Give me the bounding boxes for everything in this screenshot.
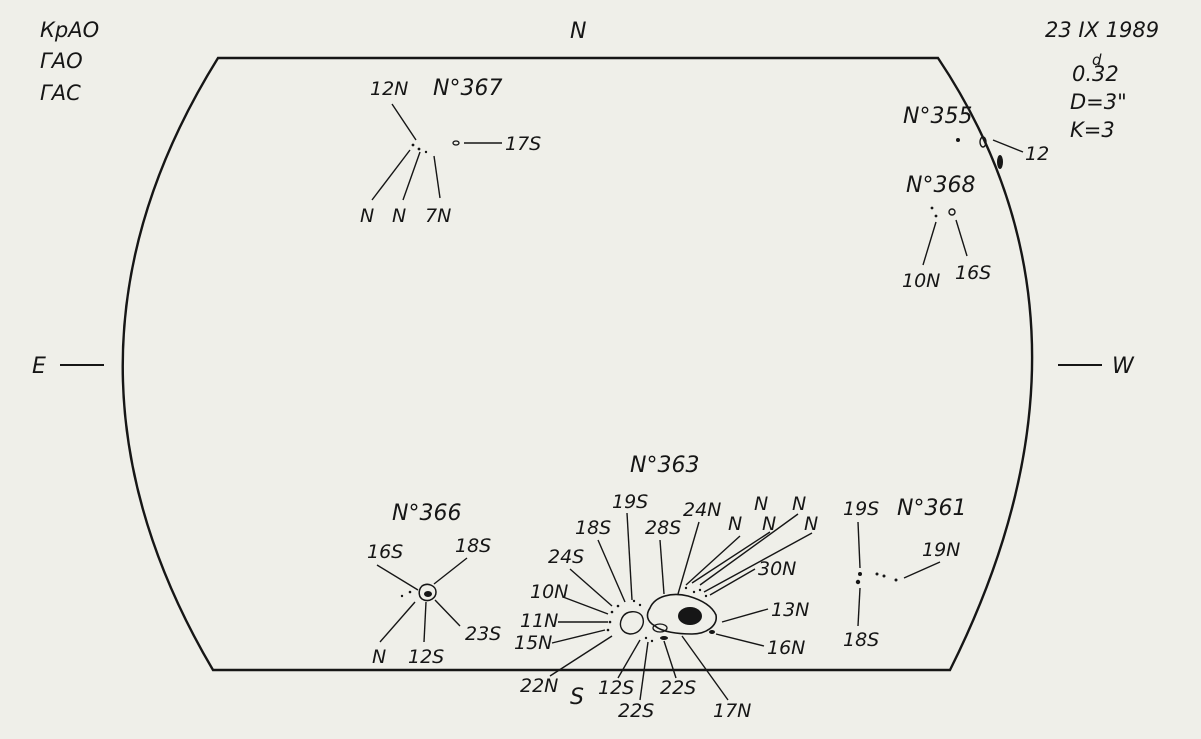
- group-361-label-18S: 18S: [843, 629, 879, 651]
- group-361: N°361 19S 19N 18S: [843, 496, 966, 651]
- group-367-label-17S: 17S: [505, 133, 541, 155]
- group-363-label-22S-b: 22S: [660, 677, 696, 699]
- group-366-title: N°366: [392, 501, 461, 526]
- observation-time: 0.32: [1072, 62, 1119, 86]
- group-368-title: N°368: [906, 173, 975, 198]
- group-363-label-17N: 17N: [713, 700, 751, 722]
- observatory-line-2: ГАО: [40, 49, 83, 73]
- group-368-label-10N: 10N: [902, 270, 940, 292]
- group-363-label-19S: 19S: [612, 491, 648, 513]
- group-366-label-23S: 23S: [465, 623, 501, 645]
- group-363-label-11N: 11N: [520, 610, 558, 632]
- south-label: S: [570, 685, 584, 710]
- group-367-label-N1: N: [360, 205, 374, 227]
- group-363-label-13N: 13N: [771, 599, 809, 621]
- group-363-title: N°363: [630, 453, 699, 478]
- group-355-title: N°355: [903, 104, 972, 129]
- group-363-label-N3: N: [762, 513, 776, 535]
- group-363: N°363 19S 18S 28S 24N N N N N N 24S 30N …: [514, 453, 818, 722]
- observation-time-sup: d: [1092, 51, 1102, 69]
- group-363-label-16N: 16N: [767, 637, 805, 659]
- group-361-title: N°361: [897, 496, 966, 521]
- observatory-line-1: КрАО: [40, 18, 99, 42]
- observation-date: 23 IX 1989: [1045, 18, 1159, 42]
- group-367-label-N2: N: [392, 205, 406, 227]
- group-363-label-28S: 28S: [645, 517, 681, 539]
- group-367-title: N°367: [433, 76, 502, 101]
- group-368: N°368 10N 16S: [902, 173, 991, 292]
- group-363-label-22S-a: 22S: [618, 700, 654, 722]
- group-366-label-12S: 12S: [408, 646, 444, 668]
- group-363-label-24S: 24S: [548, 546, 584, 568]
- group-363-label-N2: N: [754, 493, 768, 515]
- solar-disk-outline: [121, 56, 1034, 672]
- group-366-label-18S: 18S: [455, 535, 491, 557]
- north-label: N: [570, 19, 586, 44]
- group-366-label-16S: 16S: [367, 541, 403, 563]
- group-367-label-7N: 7N: [425, 205, 451, 227]
- observatory-line-3: ГАС: [40, 81, 81, 105]
- group-355-label-12: 12: [1025, 143, 1049, 165]
- observation-d: D=3": [1070, 90, 1127, 114]
- group-363-label-N1: N: [728, 513, 742, 535]
- group-363-label-15N: 15N: [514, 632, 552, 654]
- group-355: N°355 12: [903, 104, 1049, 169]
- group-361-label-19S: 19S: [843, 498, 879, 520]
- group-366: N°366 16S 18S 23S N 12S: [367, 501, 501, 668]
- group-363-label-10N: 10N: [530, 581, 568, 603]
- group-366-label-N: N: [372, 646, 386, 668]
- group-363-label-24N: 24N: [683, 499, 721, 521]
- group-368-label-16S: 16S: [955, 262, 991, 284]
- group-363-label-22N: 22N: [520, 675, 558, 697]
- group-363-label-30N: 30N: [758, 558, 796, 580]
- group-363-label-N5: N: [804, 513, 818, 535]
- group-363-label-18S: 18S: [575, 517, 611, 539]
- east-label: E: [32, 354, 46, 379]
- group-363-label-N4: N: [792, 493, 806, 515]
- group-367: N°367 12N 17S N N 7N: [360, 76, 541, 227]
- group-363-label-12S: 12S: [598, 677, 634, 699]
- west-label: W: [1112, 354, 1135, 379]
- group-367-label-12N: 12N: [370, 78, 408, 100]
- group-361-label-19N: 19N: [922, 539, 960, 561]
- observation-k: K=3: [1070, 118, 1115, 142]
